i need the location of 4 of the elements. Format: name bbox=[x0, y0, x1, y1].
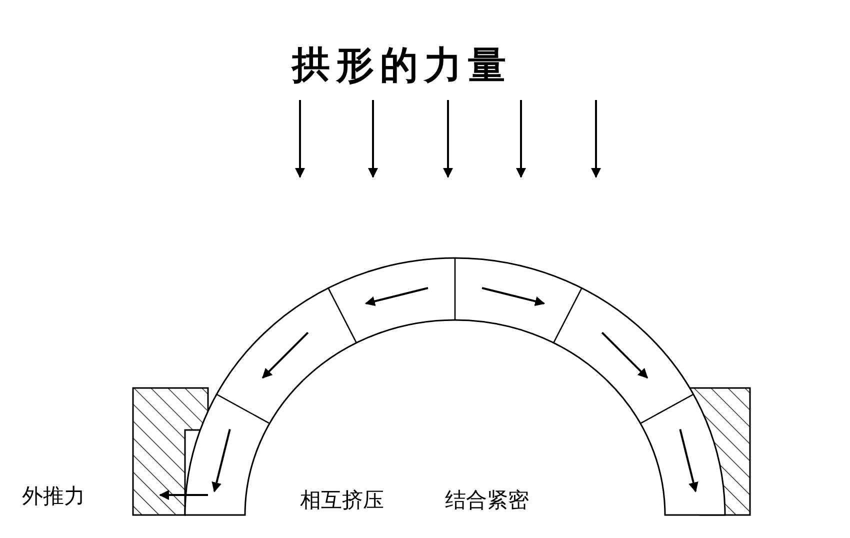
caption-text: 相互挤压 bbox=[300, 487, 384, 514]
caption-text: 结合紧密 bbox=[445, 487, 529, 514]
diagram-title: 拱形的力量 bbox=[292, 41, 512, 89]
force-label: 外推力 bbox=[22, 483, 85, 510]
